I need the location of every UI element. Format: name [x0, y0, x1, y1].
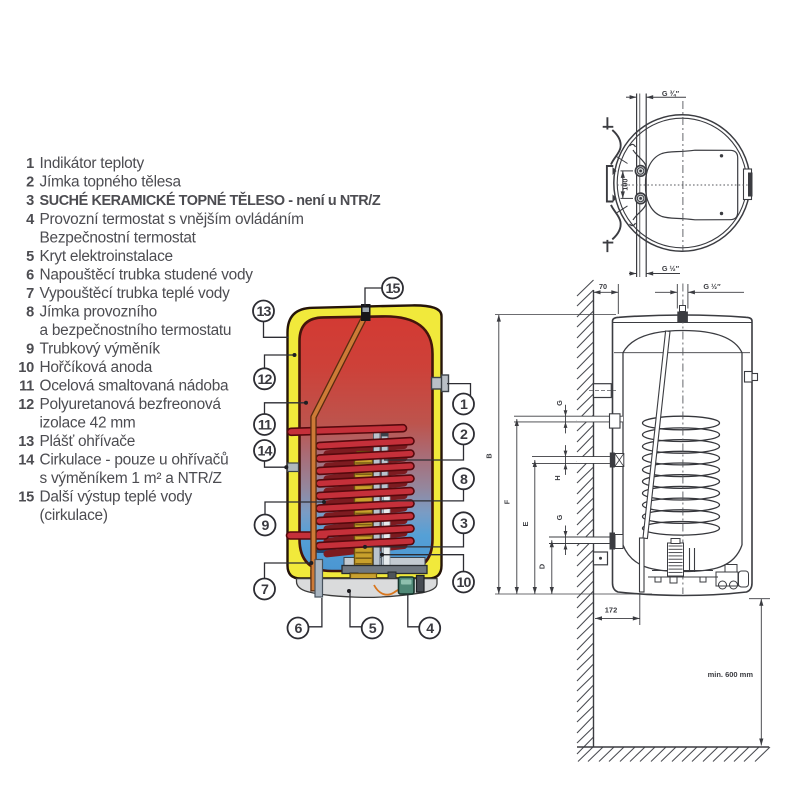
svg-text:172: 172: [605, 606, 618, 615]
svg-text:11: 11: [258, 418, 272, 434]
svg-text:G: G: [555, 400, 564, 406]
svg-text:G ¾″: G ¾″: [662, 89, 680, 98]
svg-text:Další výstup teplé vody: Další výstup teplé vody: [40, 489, 193, 506]
svg-text:Provozní termostat s vnějším o: Provozní termostat s vnějším ovládáním: [40, 211, 304, 228]
svg-text:G ½″: G ½″: [703, 282, 721, 291]
svg-text:10: 10: [18, 360, 34, 376]
svg-text:70: 70: [599, 282, 607, 291]
svg-text:5: 5: [369, 621, 377, 637]
svg-text:8: 8: [460, 472, 468, 488]
svg-text:7: 7: [261, 582, 269, 598]
svg-text:15: 15: [386, 281, 401, 297]
svg-text:a bezpečnostního termostatu: a bezpečnostního termostatu: [40, 322, 232, 339]
svg-text:3: 3: [26, 193, 34, 209]
svg-text:Cirkulace - pouze u ohřívačů: Cirkulace - pouze u ohřívačů: [40, 452, 229, 469]
svg-text:6: 6: [295, 621, 303, 637]
svg-text:Plášť ohřívače: Plášť ohřívače: [40, 433, 136, 450]
svg-text:11: 11: [19, 378, 34, 394]
svg-text:4: 4: [426, 621, 434, 637]
svg-text:2: 2: [460, 427, 468, 443]
svg-text:Kryt elektroinstalace: Kryt elektroinstalace: [40, 248, 173, 265]
svg-text:F: F: [503, 499, 512, 504]
svg-text:13: 13: [257, 304, 272, 320]
svg-text:15: 15: [18, 490, 34, 506]
svg-text:4: 4: [26, 212, 35, 228]
svg-text:14: 14: [18, 453, 35, 469]
svg-text:Jímka topného tělesa: Jímka topného tělesa: [40, 174, 182, 191]
svg-text:Ocelová smaltovaná nádoba: Ocelová smaltovaná nádoba: [40, 377, 230, 394]
svg-text:G ½″: G ½″: [662, 264, 680, 273]
svg-text:12: 12: [18, 397, 34, 413]
svg-text:E: E: [521, 521, 530, 526]
svg-text:5: 5: [26, 249, 34, 265]
svg-text:10: 10: [457, 575, 472, 591]
svg-text:D: D: [538, 564, 547, 569]
svg-text:Vypouštěcí trubka teplé vody: Vypouštěcí trubka teplé vody: [40, 285, 231, 302]
svg-text:B: B: [485, 453, 494, 458]
svg-text:SUCHÉ KERAMICKÉ TOPNÉ TĚLESO -: SUCHÉ KERAMICKÉ TOPNÉ TĚLESO - není u NT…: [40, 191, 381, 209]
svg-text:7: 7: [26, 286, 34, 302]
svg-text:Jímka provozního: Jímka provozního: [40, 303, 157, 320]
svg-text:min. 600 mm: min. 600 mm: [708, 670, 754, 679]
svg-text:6: 6: [26, 267, 34, 283]
svg-text:1: 1: [460, 397, 468, 413]
svg-text:12: 12: [258, 372, 273, 388]
svg-text:Bezpečnostní termostat: Bezpečnostní termostat: [40, 229, 197, 246]
svg-text:1: 1: [26, 156, 34, 172]
svg-text:14: 14: [258, 444, 273, 460]
svg-text:9: 9: [26, 341, 34, 357]
svg-text:Trubkový výměník: Trubkový výměník: [40, 340, 161, 357]
svg-text:9: 9: [262, 518, 270, 534]
svg-text:izolace 42 mm: izolace 42 mm: [40, 415, 136, 432]
svg-text:Hořčíková anoda: Hořčíková anoda: [40, 359, 153, 376]
svg-text:Napouštěcí trubka studené vody: Napouštěcí trubka studené vody: [40, 266, 254, 283]
svg-text:H: H: [553, 475, 562, 480]
svg-text:3: 3: [460, 516, 468, 532]
svg-text:G: G: [555, 514, 564, 520]
svg-text:(cirkulace): (cirkulace): [40, 507, 108, 524]
svg-text:Polyuretanová bezfreonová: Polyuretanová bezfreonová: [40, 396, 222, 413]
svg-text:13: 13: [18, 434, 34, 450]
svg-text:Indikátor teploty: Indikátor teploty: [40, 155, 145, 172]
svg-text:s výměníkem 1 m² a NTR/Z: s výměníkem 1 m² a NTR/Z: [40, 470, 222, 487]
svg-text:8: 8: [26, 304, 34, 320]
svg-text:2: 2: [26, 175, 34, 191]
